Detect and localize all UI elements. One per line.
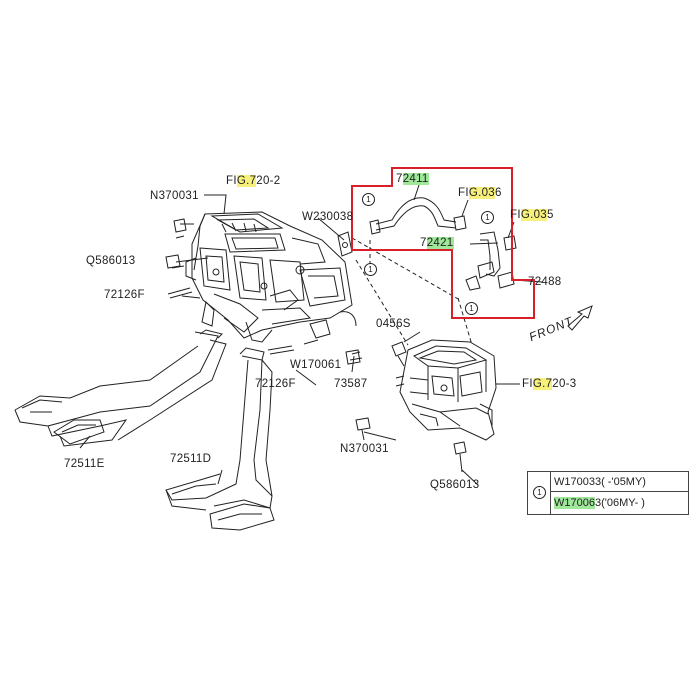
- front-arrow: [567, 305, 593, 331]
- label-q586013-left: Q586013: [86, 255, 136, 267]
- circle-marker: 1: [481, 211, 494, 224]
- circle-marker: 1: [364, 263, 377, 276]
- label-72511d: 72511D: [170, 453, 212, 465]
- blower-unit-right: [395, 339, 497, 441]
- callout-box: [351, 167, 535, 319]
- label-fig-720-2[interactable]: FIG.720-2: [226, 175, 281, 187]
- hose-72421: [465, 231, 517, 291]
- duct-72511e: [14, 329, 227, 447]
- legend-row-1: W170033( -'05MY): [551, 472, 688, 492]
- label-72126f-left: 72126F: [104, 289, 145, 301]
- label-fig-720-3[interactable]: FIG.720-3: [522, 378, 577, 390]
- label-fig-035[interactable]: FIG.035: [510, 209, 554, 221]
- label-72488: 72488: [528, 276, 562, 288]
- label-q586013-bottom: Q586013: [430, 479, 480, 491]
- label-0456s: 0456S: [376, 318, 411, 330]
- leader-lines: [79, 181, 543, 486]
- circle-marker: 1: [362, 193, 375, 206]
- legend-circle-marker: 1: [533, 486, 546, 499]
- left-small-parts: [165, 218, 361, 365]
- label-72411: 72411: [396, 173, 429, 185]
- legend-mark-cell: 1: [528, 472, 551, 514]
- label-n370031-bottom: N370031: [340, 443, 389, 455]
- duct-72511d: [165, 347, 275, 531]
- label-72126f-mid: 72126F: [255, 378, 296, 390]
- legend-row-2: W170063('06MY- ): [554, 497, 645, 509]
- label-w230038: W230038: [302, 211, 354, 223]
- label-fig-036[interactable]: FIG.036: [458, 187, 502, 199]
- label-n370031-top: N370031: [150, 190, 199, 202]
- heater-unit-left: [185, 211, 357, 343]
- label-72511e: 72511E: [64, 458, 105, 470]
- label-73587: 73587: [334, 378, 368, 390]
- label-72421: 72421: [420, 237, 454, 249]
- right-bolts: [349, 341, 467, 473]
- label-w170061: W170061: [290, 359, 342, 371]
- circle-marker: 1: [465, 302, 478, 315]
- legend-table: 1 W170033( -'05MY) W170063('06MY- ): [527, 471, 689, 515]
- hose-72411: [369, 197, 467, 235]
